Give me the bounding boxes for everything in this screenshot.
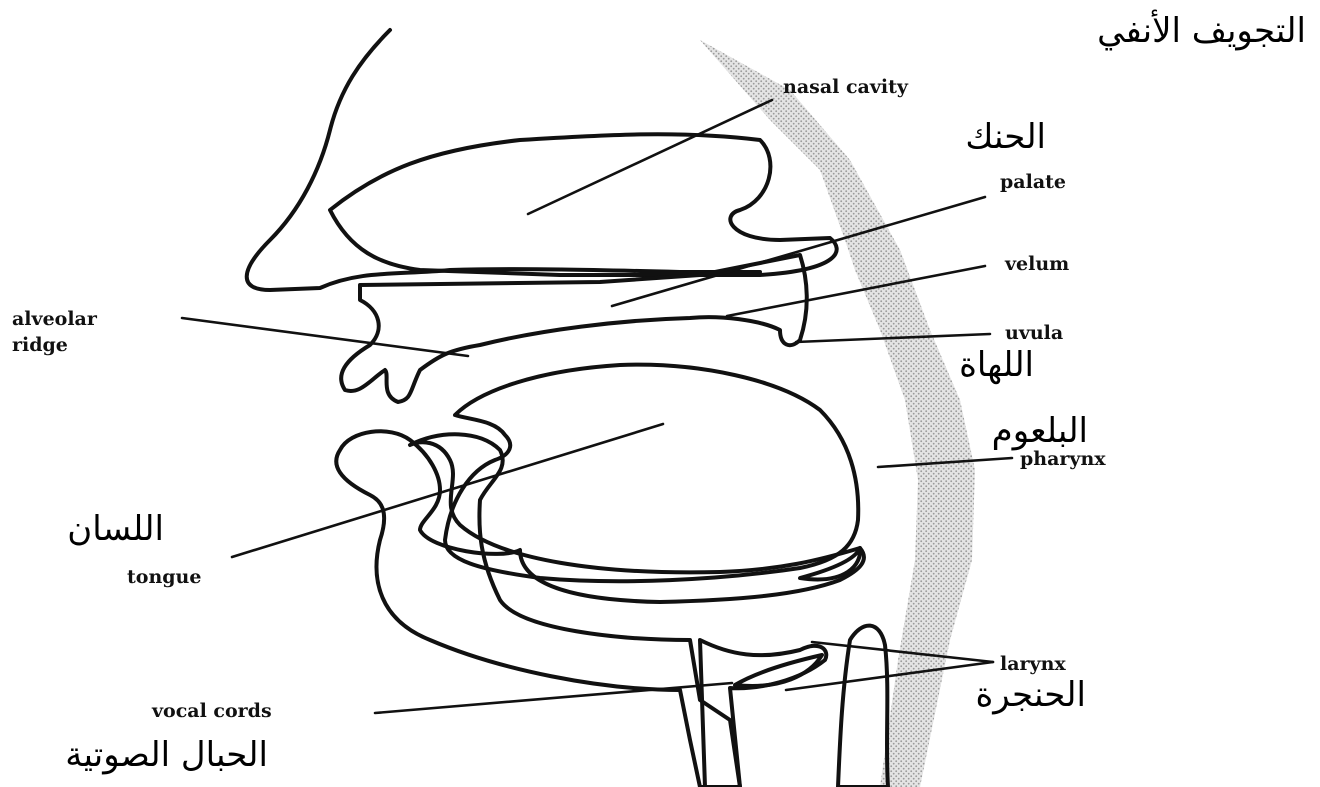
posterior-tissue xyxy=(700,40,975,787)
label-uvula: uvula xyxy=(1005,322,1063,344)
label-vocal-cords: vocal cords xyxy=(151,700,272,722)
nose-outline xyxy=(247,30,760,290)
label-palate: palate xyxy=(1000,171,1066,193)
nasal-cavity-interior xyxy=(330,134,837,275)
label-pharynx: pharynx xyxy=(1020,448,1106,470)
label-ridge: ridge xyxy=(12,334,68,356)
leader-nasal-cavity xyxy=(528,100,772,214)
vocal-fold-shape xyxy=(735,655,822,686)
leader-tongue xyxy=(232,424,663,557)
label-ar-tongue: اللسان xyxy=(67,512,164,546)
label-ar-nasal-cavity: التجويف الأنفي xyxy=(1097,14,1306,48)
label-ar-palate: الحنك xyxy=(965,120,1046,154)
label-alveolar: alveolar xyxy=(12,308,98,330)
upper-jaw xyxy=(341,255,807,402)
label-tongue: tongue xyxy=(127,566,201,588)
label-larynx: larynx xyxy=(1000,653,1066,675)
label-ar-larynx: الحنجرة xyxy=(975,678,1086,712)
leader-alveolar-ridge xyxy=(182,318,468,356)
label-ar-vocal-cords: الحبال الصوتية xyxy=(65,738,268,772)
leader-vocal-cords xyxy=(375,683,732,713)
lower-jaw xyxy=(336,431,864,787)
leader-palate xyxy=(612,197,985,306)
label-ar-pharynx: البلعوم xyxy=(992,414,1088,448)
label-velum: velum xyxy=(1004,253,1069,275)
label-nasal-cavity: nasal cavity xyxy=(783,76,909,98)
label-ar-uvula: اللهاة xyxy=(959,348,1034,382)
